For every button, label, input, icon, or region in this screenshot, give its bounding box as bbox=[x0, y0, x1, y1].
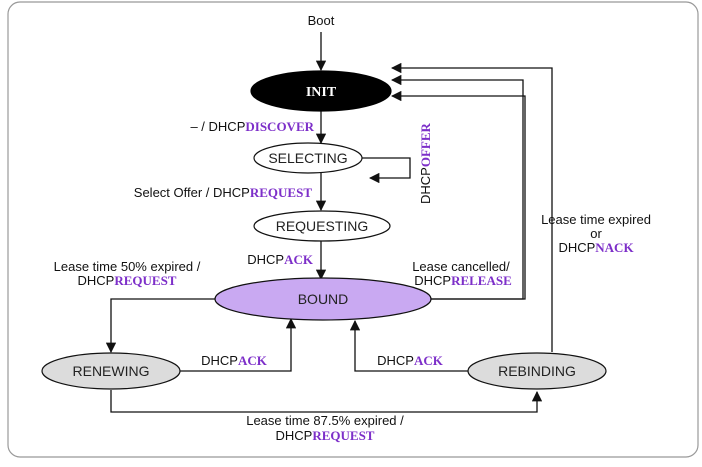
transition-lines bbox=[105, 32, 543, 413]
state-requesting: REQUESTING bbox=[253, 210, 391, 242]
edge-rebinding-bound bbox=[349, 319, 468, 372]
state-requesting-label: REQUESTING bbox=[276, 218, 369, 234]
state-init: INIT bbox=[250, 70, 392, 112]
lease875-line2: DHCPREQUEST bbox=[276, 428, 375, 443]
ack-rebinding-label: DHCPACK bbox=[377, 353, 444, 368]
expired-line3: DHCPNACK bbox=[558, 240, 634, 255]
state-rebinding-label: REBINDING bbox=[498, 363, 576, 379]
edge-renewing-bound bbox=[180, 317, 297, 372]
discover-label: – / DHCPDISCOVER bbox=[190, 119, 314, 134]
state-bound: BOUND bbox=[214, 277, 432, 321]
lease875-line1: Lease time 87.5% expired / bbox=[246, 413, 404, 428]
edge-bound-init-inner bbox=[390, 90, 526, 300]
edge-bound-renewing bbox=[105, 298, 215, 354]
release-line1: Lease cancelled/ bbox=[412, 259, 510, 274]
init-return-lines bbox=[390, 62, 553, 352]
boot-label: Boot bbox=[308, 13, 335, 28]
expired-line1: Lease time expired bbox=[541, 212, 651, 227]
state-rebinding: REBINDING bbox=[467, 352, 607, 390]
state-init-label: INIT bbox=[306, 85, 337, 100]
release-line2: DHCPRELEASE bbox=[414, 273, 512, 288]
select-request-label: Select Offer / DHCPREQUEST bbox=[134, 185, 313, 200]
edge-offer-loop bbox=[362, 157, 411, 184]
state-selecting: SELECTING bbox=[253, 142, 363, 174]
edge-rebinding-init-outer bbox=[390, 62, 553, 352]
offer-label: DHCPOFFER bbox=[418, 122, 433, 204]
lease50-line2: DHCPREQUEST bbox=[78, 273, 177, 288]
state-bound-label: BOUND bbox=[298, 291, 349, 307]
state-selecting-label: SELECTING bbox=[268, 150, 347, 166]
ack-requesting-label: DHCPACK bbox=[247, 252, 314, 267]
ack-renewing-label: DHCPACK bbox=[201, 353, 268, 368]
state-renewing: RENEWING bbox=[41, 352, 181, 390]
lease50-line1: Lease time 50% expired / bbox=[54, 259, 201, 274]
state-renewing-label: RENEWING bbox=[73, 363, 150, 379]
expired-line2: or bbox=[590, 226, 602, 241]
edge-renewing-rebinding bbox=[110, 390, 543, 413]
